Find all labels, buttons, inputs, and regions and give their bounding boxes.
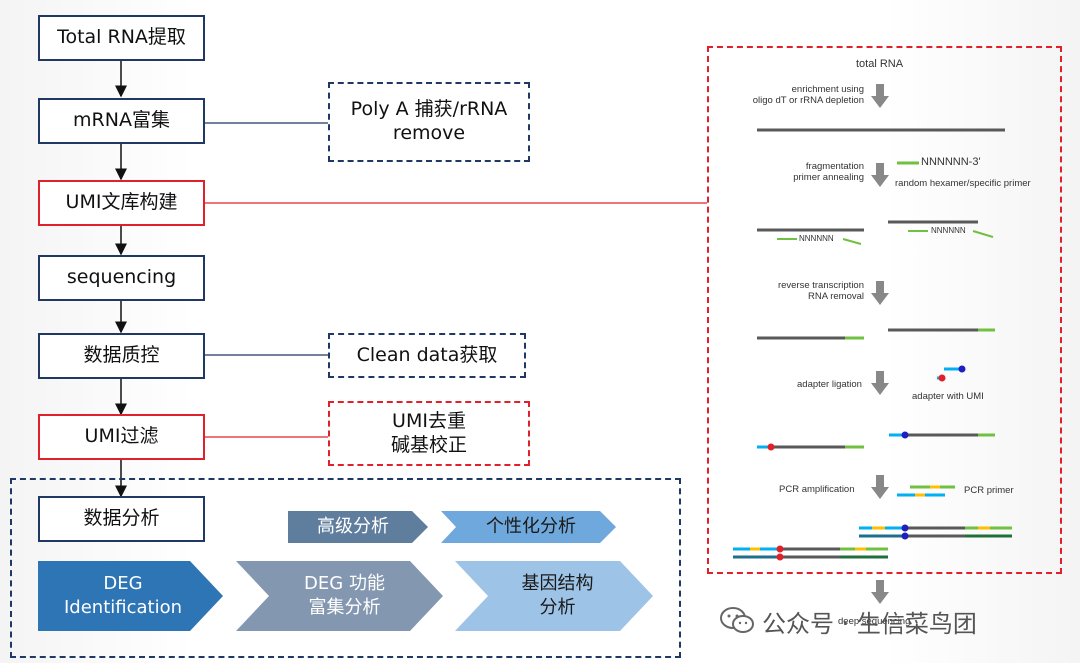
step-analysis: 数据分析 (38, 496, 205, 542)
chevron-func-label: DEG 功能 富集分析 (262, 561, 427, 631)
step-umi-filter: UMI过滤 (38, 414, 205, 460)
chevron-gene-line1: 基因结构 (521, 572, 594, 594)
pcr-product-left (733, 545, 888, 561)
chevron-deg-label: DEG Identification (38, 561, 208, 631)
wf-enrich-line2: oligo dT or rRNA depletion (752, 95, 864, 107)
step-analysis-label: 数据分析 (83, 507, 160, 530)
note-umi-dedup-line1: UMI去重 (392, 409, 466, 432)
step-sequencing: sequencing (38, 255, 205, 301)
step-mrna-label: mRNA富集 (73, 109, 170, 132)
wf-rt-line1: reverse transcription (777, 280, 864, 291)
step-umi-library-label: UMI文库构建 (65, 191, 178, 214)
chevron-deg-line1: DEG (103, 572, 143, 594)
pcr-product-right (859, 524, 1012, 540)
chevron-personalized (441, 511, 616, 543)
primer-left-tail (842, 238, 862, 245)
chevron-gene-label: 基因结构 分析 (480, 561, 635, 631)
down-arrow-icon (871, 281, 889, 305)
note-polya-line2: remove (392, 122, 466, 144)
wf-frag-line1: fragmentation (805, 161, 864, 172)
note-polya: Poly A 捕获/rRNA remove (328, 82, 530, 162)
wf-adapter-ligation: adapter ligation (797, 379, 862, 390)
chevron-gene (455, 561, 653, 631)
step-total-rna-label: Total RNA提取 (57, 26, 186, 49)
wf-nnn-right: NNNNNN (931, 226, 966, 235)
down-arrow-icon (871, 163, 889, 187)
step-qc: 数据质控 (38, 333, 205, 379)
chevron-func-line1: DEG 功能 (304, 572, 385, 594)
wf-frag-line2: primer annealing (793, 172, 864, 184)
wf-primer-seq: NNNNNN-3' (921, 156, 981, 168)
chevron-deg (38, 561, 223, 631)
wf-title: total RNA (856, 58, 904, 70)
umi-dot-blue (958, 365, 966, 373)
note-polya-line1: Poly A 捕获/rRNA (350, 98, 508, 121)
analysis-panel (10, 478, 681, 658)
lig-left-umi (767, 443, 775, 451)
wf-pcr-primer: PCR primer (964, 485, 1014, 496)
workflow-panel (707, 46, 1062, 574)
note-umi-dedup-line2: 碱基校正 (390, 433, 467, 456)
primer-right-tail (972, 230, 994, 238)
step-qc-label: 数据质控 (83, 344, 160, 367)
wf-rt: reverse transcription RNA removal (760, 280, 864, 303)
step-mrna: mRNA富集 (38, 98, 205, 144)
note-umi-dedup: UMI去重 碱基校正 (328, 401, 530, 466)
wf-nnn-left: NNNNNN (799, 234, 834, 243)
chevron-gene-line2: 分析 (539, 597, 576, 618)
lig-right-umi (901, 431, 909, 439)
step-umi-library: UMI文库构建 (38, 180, 205, 226)
wf-enrich-line1: enrichment using (791, 84, 864, 95)
step-total-rna: Total RNA提取 (38, 15, 205, 61)
chevron-personalized-label: 个性化分析 (486, 515, 576, 537)
step-sequencing-label: sequencing (66, 266, 177, 289)
chevron-func (236, 561, 443, 631)
down-arrow-icon (871, 475, 889, 499)
wf-rt-line2: RNA removal (808, 291, 864, 303)
wf-adapter-umi: adapter with UMI (912, 391, 984, 402)
wechat-logo-icon (719, 605, 755, 635)
chevron-func-line2: 富集分析 (308, 597, 381, 618)
note-clean-data-label: Clean data获取 (356, 343, 498, 366)
step-umi-filter-label: UMI过滤 (84, 425, 159, 448)
watermark-text: 公众号 · 生信菜鸟团 (762, 610, 977, 638)
down-arrow-icon (871, 371, 889, 395)
umi-dot-red (938, 374, 946, 382)
wf-deep-seq: deep sequencing (838, 616, 911, 627)
note-clean-data: Clean data获取 (328, 333, 526, 378)
down-arrow-icon (871, 84, 889, 108)
wf-frag: fragmentation primer annealing (770, 161, 864, 184)
chevron-advanced (288, 511, 428, 543)
wf-primer-label: random hexamer/specific primer (895, 178, 1031, 189)
wf-enrich: enrichment using oligo dT or rRNA deplet… (752, 84, 864, 107)
wf-pcr-amp: PCR amplification (779, 484, 855, 495)
down-arrow-icon (871, 580, 889, 604)
chevron-advanced-label: 高级分析 (317, 515, 389, 537)
chevron-deg-line2: Identification (63, 597, 183, 618)
